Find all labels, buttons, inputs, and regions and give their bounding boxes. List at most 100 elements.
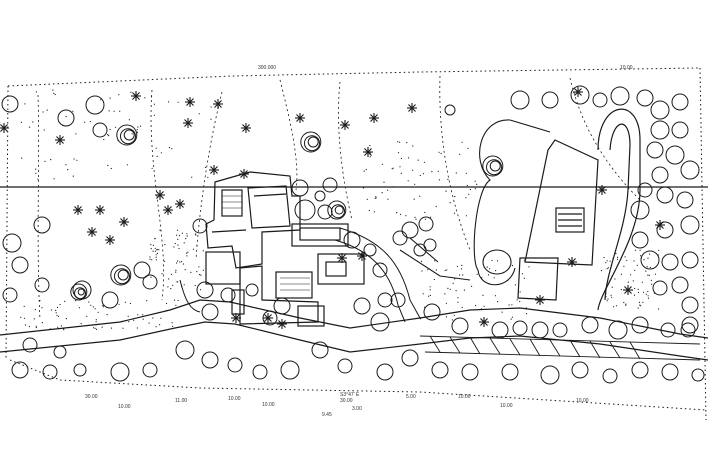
tree-icon [53,345,67,359]
shrub-icon [0,123,9,133]
shrub-icon [597,185,607,195]
shrub-icon [277,319,287,329]
tree-icon [245,283,259,297]
tree-icon [631,316,649,334]
tree-icon [501,363,519,381]
shrub-icon [231,313,241,323]
shrub-icon [479,317,489,327]
tree-icon [671,93,689,111]
shrub-icon [119,217,129,227]
tree-icon [376,363,394,381]
tree-icon [322,177,338,193]
shrub-icon [105,235,115,245]
canopy-tree-icon [482,155,504,177]
tree-icon [640,250,660,270]
dimension-label: 10.00 [458,394,471,400]
tree-icon [372,262,388,278]
tree-icon [431,361,449,379]
tree-icon [680,160,700,180]
tree-icon [401,221,419,239]
tree-icon [57,109,75,127]
shrub-icon [209,165,219,175]
tree-icon [337,358,353,374]
tree-icon [680,322,696,338]
tree-icon [571,361,589,379]
tree-icon [602,368,618,384]
tree-icon [273,297,291,315]
tree-icon [294,199,316,221]
shrub-icon [87,227,97,237]
bearing-label: 9.45 [322,412,332,418]
tree-icon [636,89,654,107]
tree-icon [252,364,268,380]
tree-icon [392,230,408,246]
tree-icon [661,363,679,381]
tree-icon [92,122,108,138]
tree-icon [650,120,670,140]
property-boundary [5,67,707,421]
shrub-icon [407,103,417,113]
shrub-icon [95,205,105,215]
tree-icon [33,216,51,234]
tree-icon [661,253,679,271]
tree-icon [101,291,119,309]
tree-icon [201,351,219,369]
canopy-tree-icon [110,264,132,286]
tree-icon [691,368,705,382]
shrub-icon [357,251,367,261]
entry-walk [179,227,421,323]
tree-icon [227,357,243,373]
shrub-icon [213,99,223,109]
tree-icon [1,95,19,113]
tree-icon [377,292,393,308]
tree-icon [142,362,158,378]
tree-icon [418,216,434,232]
tree-icon [291,179,309,197]
tree-icon [552,322,568,338]
tree-icon [201,303,219,321]
shrub-icon [155,190,165,200]
tree-icon [423,303,441,321]
shrub-icon [175,199,185,209]
dimension-label: 10.00 [620,65,633,71]
tree-icon [681,316,699,334]
tree-icon [676,191,694,209]
tree-icon [370,312,390,332]
shrub-icon [573,87,583,97]
dimension-label: 10.00 [118,404,131,410]
tree-icon [608,320,628,340]
shrub-icon [340,120,350,130]
tree-symbols [1,85,705,385]
canopy-tree-icon [116,124,138,146]
courtyard-walls [399,119,551,286]
tree-icon [671,121,689,139]
tree-icon [2,233,22,253]
tree-icon [11,256,29,274]
canopy-tree-icon [327,200,347,220]
tree-icon [650,100,670,120]
shrub-icon [363,147,373,157]
tree-icon [353,297,371,315]
dimension-label: 5.00 [406,394,416,400]
bearing-label: S3°47' E [340,392,360,398]
dimension-label: 10.00 [576,398,589,404]
driveway [0,299,708,361]
tree-icon [85,95,105,115]
tree-icon [630,200,650,220]
tree-icon [11,361,29,379]
tree-icon [652,280,668,296]
tree-icon [175,340,195,360]
tree-icon [314,190,326,202]
dimension-labels: 300.000 10.00 30.00 10.00 11.00 10.00 10… [85,65,633,418]
tree-icon [42,364,58,380]
tree-icon [660,322,676,338]
dotted-groundcover [20,89,660,331]
tree-icon [656,221,674,239]
tree-icon [656,186,674,204]
shrub-symbols [0,87,665,329]
tree-icon [651,166,669,184]
tree-icon [110,362,130,382]
shrub-icon [623,285,633,295]
